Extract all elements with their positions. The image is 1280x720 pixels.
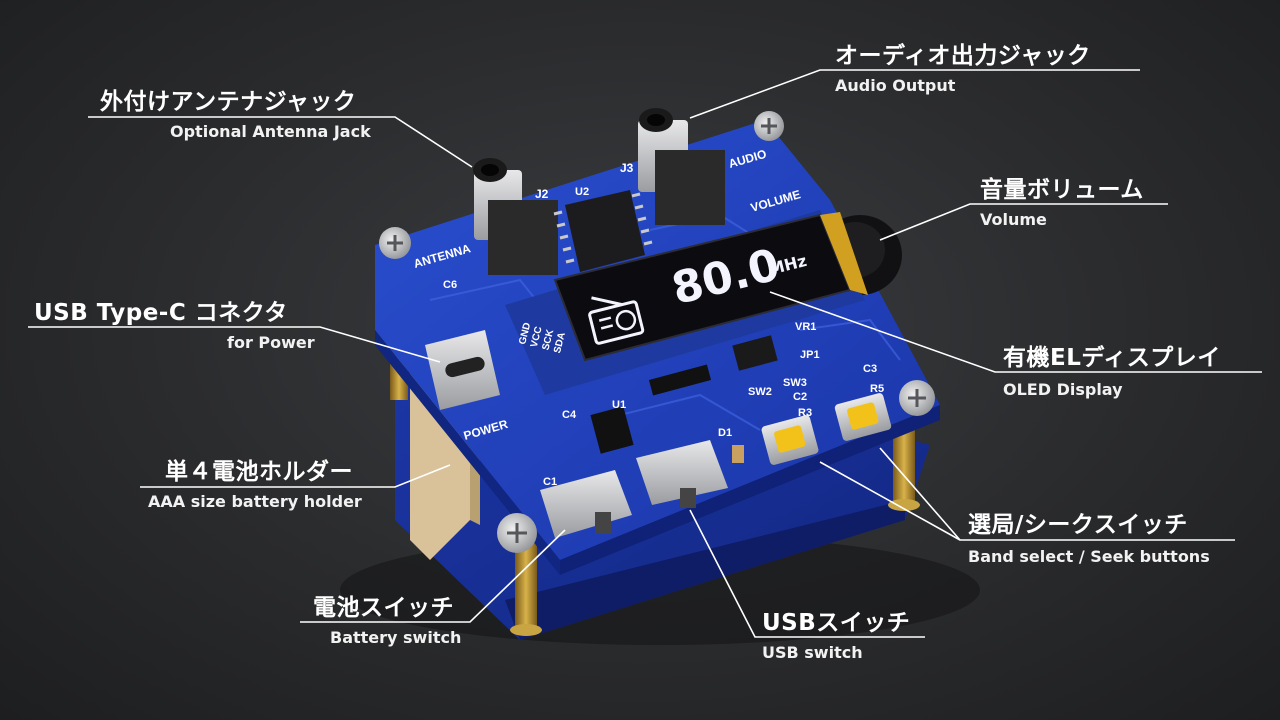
silk-d1: D1 — [718, 427, 732, 439]
battery-slide-switch — [540, 470, 632, 538]
regulator — [590, 406, 634, 454]
callout-usb-switch-en: USB switch — [762, 643, 863, 662]
radio-icon — [588, 296, 645, 345]
silk-vr1: VR1 — [795, 321, 816, 333]
audio-output-jack — [638, 108, 725, 225]
callout-battery-switch-jp: 電池スイッチ — [313, 595, 454, 621]
silk-u2: U2 — [575, 186, 589, 198]
callout-battery-holder-en: AAA size battery holder — [148, 492, 362, 511]
silk-u1: U1 — [612, 399, 626, 411]
silk-r5: R5 — [870, 383, 884, 395]
callout-battery-switch-en: Battery switch — [330, 628, 462, 647]
callout-oled-en: OLED Display — [1003, 380, 1123, 399]
silk-r3: R3 — [798, 407, 812, 419]
lower-pcb-edge — [505, 500, 905, 640]
callout-volume-en: Volume — [980, 210, 1047, 229]
screw — [497, 513, 537, 553]
silk-c6: C6 — [443, 279, 457, 291]
callout-antenna-jp: 外付けアンテナジャック — [100, 89, 357, 115]
callout-seek-jp: 選局/シークスイッチ — [968, 512, 1188, 538]
band-select-button — [761, 415, 819, 465]
callout-seek-en: Band select / Seek buttons — [968, 547, 1210, 566]
silk-c2: C2 — [793, 391, 807, 403]
silk-sw2: SW2 — [748, 386, 772, 398]
oled-module — [505, 210, 868, 395]
screw — [899, 380, 935, 416]
silk-sw3: SW3 — [783, 377, 807, 389]
callout-usbc-en: for Power — [227, 333, 315, 352]
callout-battery-holder-jp: 単４電池ホルダー — [165, 459, 353, 485]
callout-usb-switch-jp: USBスイッチ — [762, 610, 911, 636]
callout-audio-en: Audio Output — [835, 76, 956, 95]
pin-label: SDA — [552, 331, 568, 354]
callout-usbc-jp: USB Type-C コネクタ — [34, 300, 288, 326]
led — [732, 445, 744, 463]
silk-j2: J2 — [535, 187, 549, 201]
dip-switch — [732, 335, 778, 371]
silk-jp1: JP1 — [800, 349, 820, 361]
callout-lines — [28, 69, 1262, 638]
pin-label: SCK — [541, 328, 557, 352]
usb-slide-switch — [636, 440, 728, 508]
silk-c3: C3 — [863, 363, 877, 375]
callout-audio-jp: オーディオ出力ジャック — [835, 43, 1091, 69]
silk-j3: J3 — [620, 161, 634, 175]
pin-label: GND — [517, 321, 533, 345]
antenna-jack — [473, 158, 558, 275]
screw — [379, 227, 411, 259]
silk-c1: C1 — [543, 476, 557, 488]
pin-label: VCC — [529, 325, 545, 348]
callout-oled-jp: 有機ELディスプレイ — [1003, 345, 1221, 371]
callout-volume-jp: 音量ボリューム — [980, 177, 1144, 203]
standoff — [515, 540, 537, 630]
callout-antenna-en: Optional Antenna Jack — [170, 122, 371, 141]
silk-c4: C4 — [562, 409, 577, 421]
usb-c-connector — [425, 330, 500, 410]
pin-header — [648, 364, 712, 396]
seek-button — [834, 393, 892, 441]
screw — [754, 111, 784, 141]
standoff — [893, 425, 915, 505]
ic-chip — [553, 190, 653, 272]
